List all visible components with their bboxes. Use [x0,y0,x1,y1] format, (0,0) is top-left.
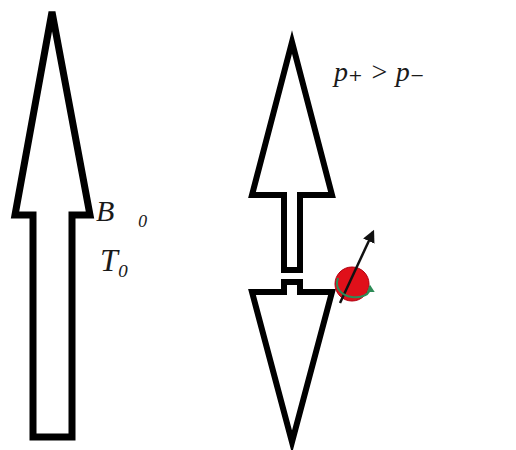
math-label: p₊ > p₋ [334,58,424,86]
spin-down-arrow [252,282,332,442]
precession-arrow [337,278,370,297]
spin-up-arrow [252,42,332,270]
math-label: T₀ [100,244,129,276]
math-label: B⃗₀ [96,196,148,226]
field-arrow [15,12,90,437]
